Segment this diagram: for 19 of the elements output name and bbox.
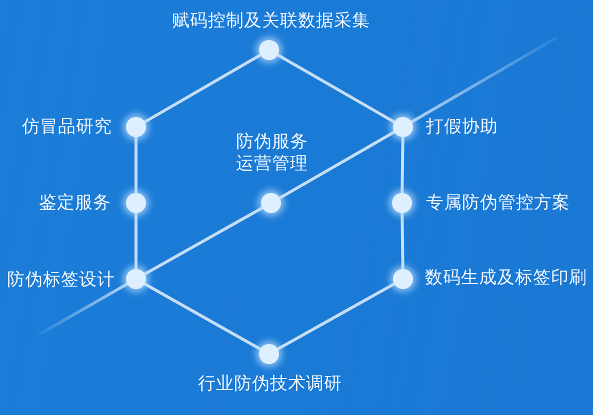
connector-line — [134, 137, 138, 193]
node-label: 鉴定服务 — [39, 192, 111, 214]
connector-line — [278, 130, 396, 200]
node-label: 专属防伪管控方案 — [426, 192, 570, 214]
connector-line — [144, 282, 262, 350]
connector-line — [400, 212, 404, 270]
node-label: 防伪标签设计 — [7, 269, 115, 291]
node-label: 行业防伪技术调研 — [198, 373, 342, 395]
node-label: 打假协助 — [426, 116, 498, 138]
node-label: 防伪服务运营管理 — [236, 131, 308, 175]
node-label: 数码生成及标签印刷 — [425, 267, 587, 289]
node-label: 仿冒品研究 — [22, 116, 112, 138]
connector-line — [277, 282, 395, 350]
connector-line — [400, 136, 404, 194]
connector-line — [134, 213, 138, 269]
connector-line — [276, 54, 396, 124]
connector-line — [144, 54, 262, 124]
node-label: 赋码控制及关联数据采集 — [172, 10, 370, 32]
connector-line — [144, 206, 264, 276]
